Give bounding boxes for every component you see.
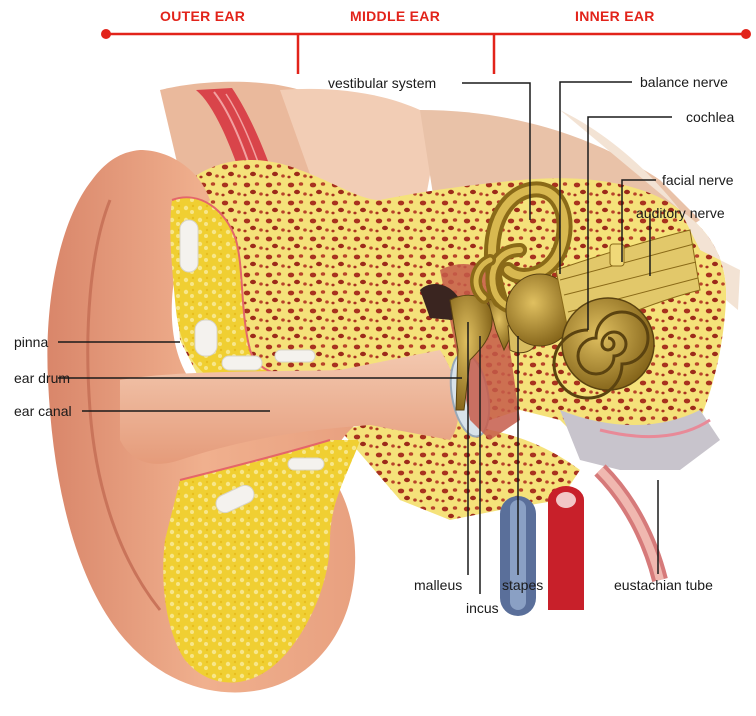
label-vestibular-system: vestibular system bbox=[328, 75, 437, 91]
section-bar bbox=[101, 29, 751, 74]
section-label-middle-ear: MIDDLE EAR bbox=[350, 8, 441, 24]
label-ear-canal: ear canal bbox=[14, 403, 72, 419]
label-facial-nerve: facial nerve bbox=[662, 172, 734, 188]
label-incus: incus bbox=[466, 600, 499, 616]
inner-ear bbox=[470, 181, 701, 400]
label-malleus: malleus bbox=[414, 577, 463, 593]
section-label-inner-ear: INNER EAR bbox=[575, 8, 655, 24]
label-cochlea: cochlea bbox=[686, 109, 735, 125]
label-ear-drum: ear drum bbox=[14, 370, 71, 386]
label-balance-nerve: balance nerve bbox=[640, 74, 728, 90]
label-eustachian-tube: eustachian tube bbox=[614, 577, 713, 593]
label-stapes: stapes bbox=[502, 577, 544, 593]
leader-lines bbox=[58, 81, 672, 594]
label-auditory-nerve: auditory nerve bbox=[636, 205, 725, 221]
section-label-outer-ear: OUTER EAR bbox=[160, 8, 246, 24]
label-pinna: pinna bbox=[14, 334, 49, 350]
